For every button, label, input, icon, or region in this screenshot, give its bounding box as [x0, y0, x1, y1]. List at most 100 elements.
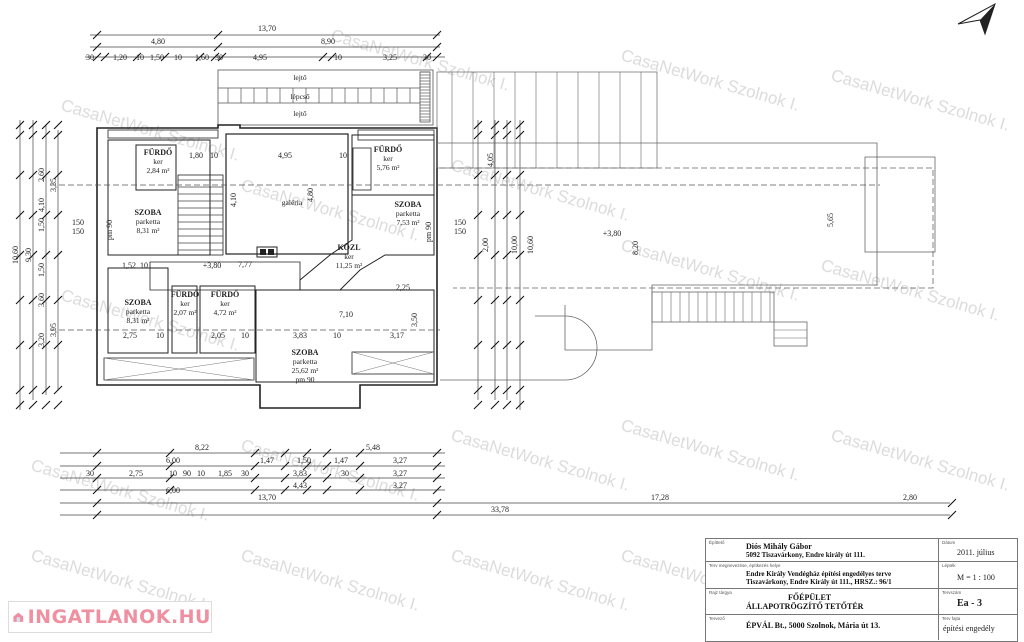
- watermark-text: CasaNetWork Szolnok I.: [449, 426, 632, 495]
- dim-bottom: 1,47: [334, 456, 348, 465]
- north-arrow-icon: [957, 2, 996, 36]
- dim-bottom: 90: [183, 469, 191, 478]
- watermark-text: CasaNetWork Szolnok I.: [239, 176, 422, 245]
- date-cell: Dátum 2011. július: [938, 539, 1018, 562]
- dim-top: 13,70: [258, 24, 276, 33]
- dim-bottom: 2,80: [903, 493, 917, 502]
- dimension-ticks: [15, 30, 957, 520]
- room-floor: ker: [383, 154, 393, 163]
- logo-text: INGATLANOK.HU: [27, 606, 211, 628]
- building-walls: [96, 124, 438, 409]
- dim-interior: 10: [241, 331, 249, 340]
- sheet-label: Tervszám: [942, 590, 962, 595]
- dim-interior: 8,20: [631, 241, 640, 255]
- dim-interior: 10,60: [526, 236, 535, 254]
- scale: M = 1 : 100: [957, 573, 995, 582]
- watermark-text: CasaNetWork Szolnok I.: [619, 416, 802, 485]
- dim-top: 4,80: [151, 37, 165, 46]
- client-address: 5092 Tiszavárkony, Endre király út 111.: [746, 551, 865, 559]
- dim-top: 30: [215, 53, 223, 62]
- scale-cell: Lépték M = 1 : 100: [938, 562, 1018, 589]
- dim-interior: 150: [72, 227, 84, 236]
- room-area: 8,31 m²: [136, 226, 160, 235]
- dim-bottom: 5,48: [366, 443, 380, 452]
- dim-interior: 2,00: [481, 238, 490, 252]
- dim-interior: 10: [333, 331, 341, 340]
- drawing-row: Rajz tárgya FŐÉPÜLET ÁLLAPOTRÖGZÍTŐ TETŐ…: [706, 589, 938, 615]
- room-floor: ker: [180, 299, 190, 308]
- roof-rafters: [451, 72, 807, 339]
- dim-bottom: 3,83: [293, 469, 307, 478]
- client-row: Építtető Diós Mihály Gábor 5092 Tiszavár…: [706, 539, 938, 562]
- designer-label: Tervező: [709, 616, 725, 621]
- dim-top: 4,95: [253, 53, 267, 62]
- room-floor: parketta: [396, 209, 421, 218]
- watermark-text: CasaNetWork Szolnok I.: [619, 236, 802, 305]
- room-name: KÖZL: [337, 243, 360, 252]
- room-floor: parketta: [293, 357, 318, 366]
- dim-left: 3,95: [49, 323, 58, 337]
- phase: építési engedély: [943, 624, 995, 633]
- storage-cross: [103, 351, 435, 381]
- dim-bottom: 10: [169, 469, 177, 478]
- dim-interior: 7,10: [339, 310, 353, 319]
- dim-interior: 7,77: [238, 260, 252, 269]
- project-row: Terv megnevezése, építkezés helye Endre …: [706, 562, 938, 589]
- dim-bottom: 1,85: [218, 469, 232, 478]
- dim-interior: 5,65: [826, 213, 835, 227]
- dim-top: 1,60: [195, 53, 209, 62]
- watermark-text: CasaNetWork Szolnok I.: [619, 46, 802, 115]
- title-block: Építtető Diós Mihály Gábor 5092 Tiszavár…: [705, 538, 1018, 642]
- interior-stair: [178, 179, 223, 251]
- room-name: FÜRDŐ: [171, 289, 199, 299]
- room-name: FÜRDŐ: [144, 147, 172, 157]
- dim-interior: 10: [210, 151, 218, 160]
- dim-interior: pm 90: [424, 222, 433, 242]
- project-label: Terv megnevezése, építkezés helye: [709, 563, 781, 568]
- dim-bottom: 30: [86, 469, 94, 478]
- dim-interior: 4,80: [306, 188, 315, 202]
- dim-interior: 4,05: [486, 153, 495, 167]
- watermark-text: CasaNetWork Szolnok I.: [449, 156, 632, 225]
- dim-left: 3,35: [49, 178, 58, 192]
- dim-interior: 4,10: [229, 193, 238, 207]
- room-area: 5,76 m²: [376, 163, 400, 172]
- room-area: 2,07 m²: [173, 308, 197, 317]
- ingatlanok-logo[interactable]: INGATLANOK.HU: [8, 601, 212, 633]
- dim-left: 2,60: [37, 168, 46, 182]
- room-area: 25,62 m²: [292, 366, 320, 375]
- dim-interior: 150: [454, 227, 466, 236]
- drawing-line1: FŐÉPÜLET: [788, 593, 832, 602]
- dim-left: 1,50: [37, 218, 46, 232]
- dim-interior: 150: [72, 218, 84, 227]
- dim-bottom: 6,00: [166, 456, 180, 465]
- dim-interior: pm 90: [105, 220, 114, 240]
- watermark-text: CasaNetWork Szolnok I.: [829, 426, 1012, 495]
- dim-top: 8,90: [321, 37, 335, 46]
- dim-top: 10: [174, 53, 182, 62]
- roof-ladder: [227, 71, 430, 121]
- roof-top-area: [217, 69, 434, 126]
- dim-bottom: 17,28: [651, 493, 669, 502]
- house-icon: [13, 612, 24, 622]
- room-name: galéria: [282, 198, 303, 207]
- dim-top: 30: [86, 53, 94, 62]
- dim-bottom: 3,27: [393, 481, 407, 490]
- dim-bottom: 3,27: [393, 469, 407, 478]
- dimension-lines: [19, 34, 950, 516]
- room-floor: ker: [153, 157, 163, 166]
- room-name: SZOBA: [291, 348, 318, 357]
- dim-interior: 3,83: [293, 331, 307, 340]
- chimney-icon: [256, 246, 278, 258]
- dim-bottom: 6,00: [166, 486, 180, 495]
- room-floor: ker: [220, 299, 230, 308]
- dim-interior: 10: [156, 331, 164, 340]
- dim-left: 3,60: [37, 293, 46, 307]
- dim-bottom: 4,43: [293, 481, 307, 490]
- dim-bottom: 13,70: [258, 493, 276, 502]
- dim-bottom: 1,50: [297, 456, 311, 465]
- dim-left: 9,30: [24, 248, 33, 262]
- client-name: Diós Mihály Gábor: [746, 542, 812, 551]
- client-label: Építtető: [709, 540, 725, 545]
